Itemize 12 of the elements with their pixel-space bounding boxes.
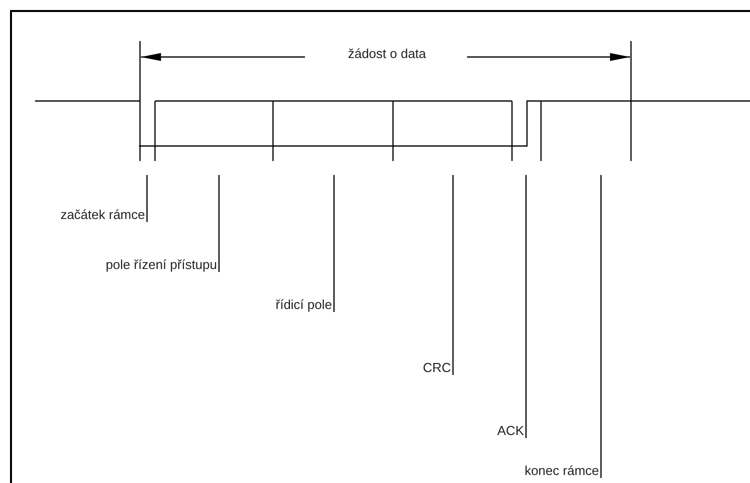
leader-line (525, 175, 527, 438)
callout-label: pole řízení přístupu (106, 257, 217, 272)
leader-line (452, 175, 454, 375)
callout-label: řídicí pole (276, 297, 332, 312)
callout-label: začátek rámce (60, 207, 145, 222)
callout-label: CRC (422, 360, 451, 375)
leader-line (600, 175, 602, 478)
callout-label: konec rámce (524, 463, 599, 478)
leader-line (218, 175, 220, 272)
leader-line (333, 175, 335, 312)
callout-label: ACK (497, 423, 524, 438)
leader-line (146, 175, 148, 222)
